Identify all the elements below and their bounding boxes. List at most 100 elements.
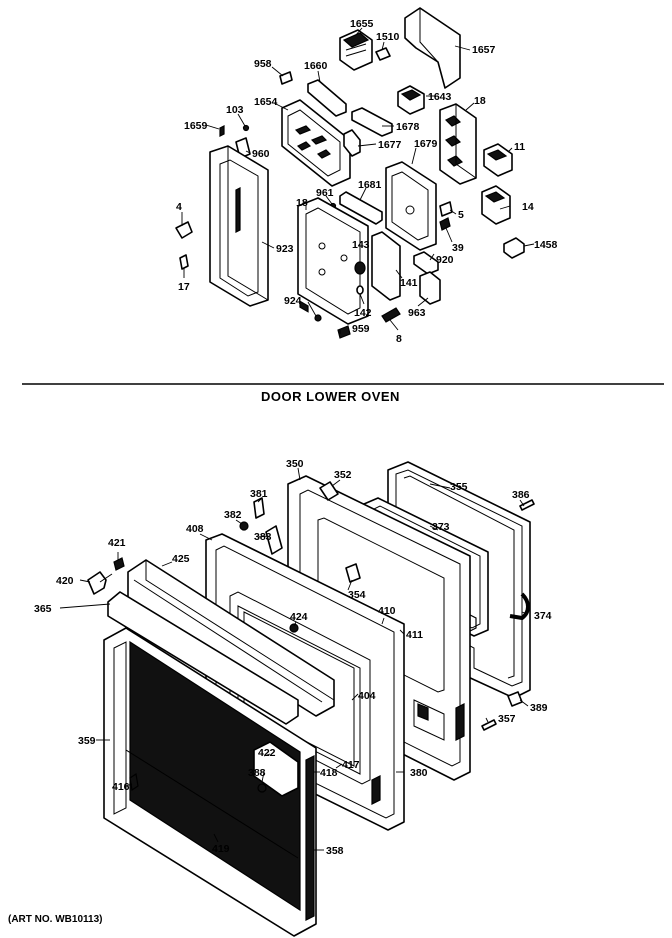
part-39-screw: [439, 217, 451, 231]
label-18b: 18: [296, 197, 308, 209]
lower-leader-lines: [59, 467, 529, 851]
label-359: 359: [78, 735, 96, 747]
label-1655: 1655: [350, 18, 374, 30]
label-1660: 1660: [304, 60, 328, 72]
part-141-strip: [371, 231, 401, 301]
label-923: 923: [276, 243, 294, 255]
label-958: 958: [254, 58, 272, 70]
part-381: [253, 497, 265, 519]
label-365: 365: [34, 603, 52, 615]
part-958: [279, 71, 293, 85]
label-14: 14: [522, 201, 534, 213]
label-382: 382: [224, 509, 242, 521]
part-359-outer-door-panel: [103, 627, 317, 937]
section-title: DOOR LOWER OVEN: [261, 389, 400, 404]
part-1678-channel: [351, 107, 393, 137]
part-418-strip: [125, 749, 299, 859]
label-355: 355: [450, 481, 468, 493]
label-422: 422: [258, 747, 276, 759]
part-1660-bracket: [307, 79, 347, 117]
label-1643: 1643: [428, 91, 452, 103]
label-39: 39: [452, 242, 464, 254]
label-419: 419: [212, 843, 230, 855]
part-357-screw: [481, 719, 497, 731]
part-920-clip: [413, 251, 439, 275]
label-350: 350: [286, 458, 304, 470]
part-1659: [219, 125, 225, 137]
label-389: 389: [530, 702, 548, 714]
label-388: 388: [248, 767, 266, 779]
label-961: 961: [316, 187, 334, 199]
part-358-seal-strip: [305, 755, 315, 921]
label-103: 103: [226, 104, 244, 116]
label-425: 425: [172, 553, 190, 565]
label-1458: 1458: [534, 239, 558, 251]
label-386: 386: [512, 489, 530, 501]
label-959: 959: [352, 323, 370, 335]
part-365-handle: [107, 591, 299, 725]
label-373: 373: [432, 521, 450, 533]
part-374-gasket: [509, 592, 530, 621]
label-1659: 1659: [184, 120, 208, 132]
label-420: 420: [56, 575, 74, 587]
label-357: 357: [498, 713, 516, 725]
part-143-knob: [354, 261, 366, 275]
part-1679-mounting-plate: [385, 161, 437, 251]
part-17: [179, 254, 189, 270]
part-11-switch: [483, 143, 513, 177]
part-383: [265, 525, 283, 555]
label-142: 142: [354, 307, 372, 319]
part-388: [257, 783, 267, 793]
part-416-clip: [129, 772, 139, 792]
part-1654-control-board: [281, 99, 351, 313]
label-404: 404: [358, 690, 376, 702]
part-1681-bar: [339, 191, 383, 225]
label-963: 963: [408, 307, 426, 319]
label-924: 924: [284, 295, 302, 307]
label-1679: 1679: [414, 138, 438, 150]
label-1657: 1657: [472, 44, 496, 56]
part-1657-cover: [404, 7, 461, 89]
label-1654: 1654: [254, 96, 278, 108]
part-1643-relay: [397, 85, 425, 115]
label-960: 960: [252, 148, 270, 160]
upper-callout-labels: 1655 1510 1657 958 1660 1643 1654 103 18…: [176, 18, 558, 345]
part-923-end-frame: [209, 145, 269, 307]
label-1681: 1681: [358, 179, 382, 191]
label-416: 416: [112, 781, 130, 793]
label-4: 4: [176, 201, 182, 213]
part-14-switch: [481, 185, 511, 225]
label-5: 5: [458, 209, 464, 221]
label-141: 141: [400, 277, 418, 289]
part-424: [289, 623, 299, 633]
label-352: 352: [334, 469, 352, 481]
label-410: 410: [378, 605, 396, 617]
part-1677-bracket: [343, 129, 361, 157]
label-11: 11: [514, 141, 525, 153]
part-18-switch-housing: [439, 103, 477, 185]
label-418: 418: [320, 767, 338, 779]
part-4-knob: [175, 221, 193, 239]
label-383: 383: [254, 531, 272, 543]
lower-callout-labels: 350 352 355 386 381 408 382 383 373 421 …: [34, 458, 552, 857]
label-358: 358: [326, 845, 344, 857]
part-8: [381, 307, 401, 323]
label-417: 417: [342, 759, 360, 771]
label-1510: 1510: [376, 31, 400, 43]
part-1510: [375, 47, 391, 61]
part-963-bracket: [419, 271, 441, 305]
part-1458-connector: [503, 237, 525, 259]
label-411: 411: [406, 629, 423, 641]
part-1655-terminal-block: [339, 29, 373, 71]
label-1677: 1677: [378, 139, 402, 151]
label-424: 424: [290, 611, 308, 623]
label-143: 143: [352, 239, 370, 251]
part-386: [519, 499, 535, 511]
part-421: [113, 557, 125, 571]
oven-door-assembly: [87, 461, 535, 937]
label-18a: 18: [474, 95, 486, 107]
label-920: 920: [436, 254, 454, 266]
part-103: [242, 124, 250, 132]
upper-leader-lines: [181, 27, 535, 334]
